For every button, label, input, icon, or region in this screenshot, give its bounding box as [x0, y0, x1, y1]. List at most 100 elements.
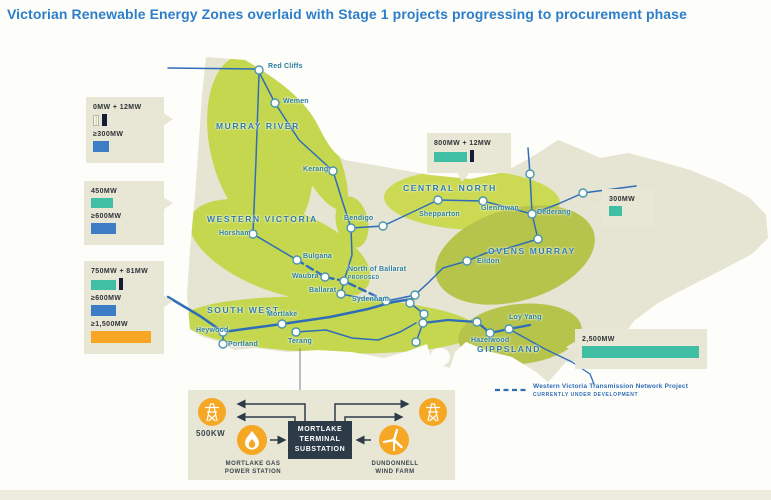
node-glenrowan: [478, 196, 488, 206]
legend-label: ≥1,500MW: [91, 321, 128, 328]
legend-box-gippsland: 2,500MW: [566, 329, 707, 369]
town-label-portland: Portland: [228, 341, 258, 348]
zone-murray-strip: [282, 90, 348, 210]
capacity-bars: [582, 346, 700, 358]
node-portland: [218, 339, 228, 349]
legend-box-ovens-murray: 300MW: [593, 189, 654, 227]
node-north-of-ballarat: [339, 276, 349, 286]
capacity-bars: [93, 141, 157, 152]
node-wemen: [270, 98, 280, 108]
capacity-bars: [91, 198, 157, 208]
legend-label: 800MW + 12MW: [434, 140, 492, 147]
substation-label-line3: SUBSTATION: [294, 446, 346, 453]
node-red-cliffs: [254, 65, 264, 75]
transmission-tower-icon: [419, 398, 447, 426]
town-label-north-of-ballarat: North of Ballarat: [348, 266, 407, 273]
capacity-bar-navy: [119, 278, 123, 290]
wind-farm-label: DUNDONNELL WIND FARM: [352, 460, 438, 476]
capacity-bar-blue: [91, 305, 116, 316]
wind-label-line2: WIND FARM: [375, 469, 415, 475]
gas-power-station-label: MORTLAKE GAS POWER STATION: [210, 460, 296, 476]
node-bendigo: [346, 223, 356, 233]
node-shepparton: [433, 195, 443, 205]
capacity-bar-teal: [434, 152, 467, 162]
region-label-central-north: CENTRAL NORTH: [403, 183, 497, 193]
port-phillip-bay: [430, 348, 450, 366]
region-label-ovens-murray: OVENS MURRAY: [488, 246, 576, 256]
legend-label: ≥300MW: [93, 131, 124, 138]
capacity-label: 500KW: [196, 429, 226, 438]
town-label-glenrowan: Glenrowan: [481, 205, 519, 212]
capacity-bar-striped: [93, 115, 99, 126]
transmission-project-status: CURRENTLY UNDER DEVELOPMENT: [533, 392, 639, 398]
legend-label: 0MW + 12MW: [93, 104, 142, 111]
node: [378, 221, 388, 231]
node-horsham: [248, 229, 258, 239]
town-nodes: [218, 65, 588, 349]
legend-label: 2,500MW: [582, 336, 615, 343]
capacity-bars: [91, 278, 157, 290]
footer-strip: [0, 490, 771, 500]
page-title: Victorian Renewable Energy Zones overlai…: [7, 6, 687, 22]
town-label-mortlake: Mortlake: [267, 311, 298, 318]
town-label-hazelwood: Hazelwood: [471, 337, 510, 344]
town-label-proposed-status: PROPOSED: [348, 275, 380, 281]
legend-label: 300MW: [609, 196, 636, 203]
town-label-heywood: Heywood: [196, 327, 229, 334]
capacity-bar-teal: [582, 346, 699, 358]
legend-box-central-north: 800MW + 12MW: [427, 133, 511, 182]
capacity-bars: [93, 114, 157, 126]
gas-label-line2: POWER STATION: [224, 469, 282, 475]
legend-label: ≥600MW: [91, 213, 122, 220]
substation-box: [288, 421, 352, 459]
town-label-horsham: Horsham: [219, 230, 251, 237]
capacity-bars: [91, 331, 157, 343]
capacity-bar-blue: [91, 223, 116, 234]
mortlake-diagram: [188, 390, 455, 480]
transmission-tower-icon: [198, 398, 226, 426]
capacity-bar-teal: [91, 198, 113, 208]
town-label-kerang: Kerang: [303, 166, 329, 173]
zone-bendigo-finger: [335, 196, 369, 248]
region-label-gippsland: GIPPSLAND: [477, 344, 541, 354]
node-kerang: [328, 166, 338, 176]
capacity-bars: [91, 305, 157, 316]
legend-label: 450MW: [91, 188, 118, 195]
node-terang: [291, 327, 301, 337]
capacity-bar-teal: [91, 280, 116, 290]
town-label-ballarat: Ballarat: [309, 287, 337, 294]
node-ballarat: [336, 289, 346, 299]
town-label-eildon: Eildon: [477, 258, 500, 265]
wind-turbine-icon: [379, 425, 409, 455]
legend-box-murray-river: 0MW + 12MW ≥300MW: [86, 97, 173, 163]
node: [410, 290, 420, 300]
town-label-dederang: Dederang: [537, 209, 571, 216]
legend-label: ≥600MW: [91, 295, 122, 302]
legend-label: 750MW + 81MW: [91, 268, 149, 275]
region-label-murray-river: MURRAY RIVER: [216, 121, 300, 131]
node: [472, 317, 482, 327]
node-sydenham: [381, 296, 391, 306]
region-label-western-victoria: WESTERN VICTORIA: [207, 214, 318, 224]
substation-label: MORTLAKE TERMINAL SUBSTATION: [288, 425, 352, 455]
zone-ovens-murray: [435, 205, 595, 305]
capacity-bar-navy: [102, 114, 107, 126]
node: [578, 188, 588, 198]
substation-label-line2: TERMINAL: [299, 436, 341, 443]
town-label-sydenham: Sydenham: [352, 296, 389, 303]
node-waubra: [320, 272, 330, 282]
town-label-bendigo: Bendigo: [344, 215, 374, 222]
gas-label-line1: MORTLAKE GAS: [225, 461, 281, 467]
transmission-project-name: Western Victoria Transmission Network Pr…: [533, 383, 689, 390]
node: [405, 298, 415, 308]
transmission-project-legend: Western Victoria Transmission Network Pr…: [533, 383, 688, 398]
node-eildon: [462, 256, 472, 266]
gas-flame-icon: [237, 425, 267, 455]
wind-label-line1: DUNDONNELL: [371, 461, 419, 467]
town-label-terang: Terang: [288, 338, 313, 345]
zone-gippsland: [458, 303, 582, 365]
rez-zones: [187, 57, 595, 365]
node: [419, 309, 429, 319]
